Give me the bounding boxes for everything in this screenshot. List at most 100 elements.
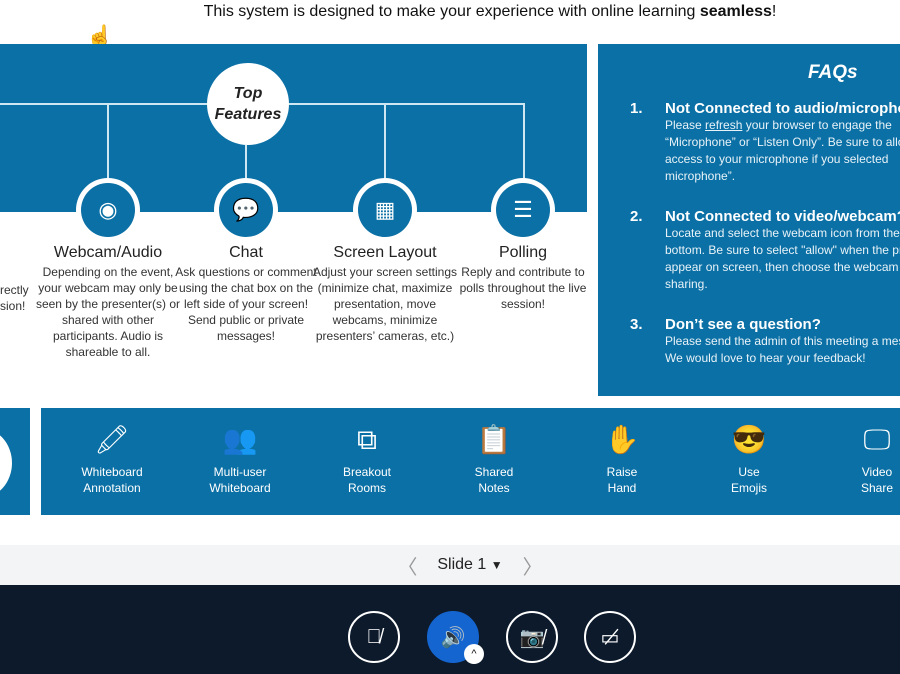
tool-label: Whiteboard bbox=[209, 481, 271, 495]
faq-answer-line: microphone”. bbox=[665, 169, 736, 183]
connector bbox=[523, 103, 525, 179]
slide-selector[interactable]: Slide 1 ▼ bbox=[437, 556, 502, 574]
top-features-line2: Features bbox=[214, 106, 282, 123]
faq-answer-line: “Microphone” or “Listen Only”. Be sure t… bbox=[665, 135, 900, 149]
tool-label: Hand bbox=[607, 481, 637, 495]
partial-text: rectly sion! bbox=[0, 282, 29, 314]
tool-label: Share bbox=[860, 481, 894, 495]
tool-label: Emojis bbox=[730, 481, 767, 495]
raise-hand-icon: ✋ bbox=[604, 424, 640, 455]
feature-circle: ☰ bbox=[491, 178, 555, 242]
partial-circle bbox=[0, 428, 12, 498]
partial-line: sion! bbox=[0, 299, 26, 313]
chevron-down-icon: ▼ bbox=[490, 558, 503, 572]
previous-slide-button[interactable]: 〈 bbox=[397, 556, 418, 579]
next-slide-button[interactable]: 〉 bbox=[522, 556, 543, 579]
layout-icon: ▦ bbox=[358, 183, 412, 237]
faq-answer-line: We would love to hear your feedback! bbox=[665, 351, 866, 365]
faq-answer-line: sharing. bbox=[665, 277, 708, 291]
connector bbox=[384, 103, 386, 179]
feature-description: Ask questions or comment using the chat … bbox=[175, 265, 317, 343]
feature-title: Screen Layout bbox=[333, 244, 437, 261]
polling-icon: ☰ bbox=[496, 183, 550, 237]
faq-question: Don’t see a question? bbox=[665, 316, 821, 333]
tool-label: Video bbox=[861, 465, 893, 479]
chat-icon: 💬 bbox=[219, 183, 273, 237]
feature-circle: 💬 bbox=[214, 178, 278, 242]
feature-title: Chat bbox=[229, 244, 263, 261]
faq-title: FAQs bbox=[808, 62, 858, 83]
headline-bold: seamless bbox=[699, 3, 772, 20]
headline-end: ! bbox=[771, 3, 777, 20]
tool-label: Multi-user bbox=[213, 465, 267, 479]
connector bbox=[288, 103, 524, 105]
headline-text: This system is designed to make your exp… bbox=[203, 3, 700, 20]
faq-answer-line: Please send the admin of this meeting a … bbox=[665, 334, 900, 348]
connector bbox=[107, 103, 109, 179]
multi-user-icon: 👥 bbox=[222, 424, 258, 455]
faq-number: 2. bbox=[630, 208, 643, 225]
slide-label: Slide 1 bbox=[437, 556, 487, 573]
feature-circle: ▦ bbox=[353, 178, 417, 242]
connector bbox=[245, 145, 247, 179]
audio-options-caret[interactable]: ^ bbox=[464, 644, 484, 664]
faq-answer-line: bottom. Be sure to select "allow" when t… bbox=[665, 243, 900, 257]
feature-title: Polling bbox=[498, 244, 548, 261]
tool-label: Whiteboard bbox=[81, 465, 143, 479]
breakout-rooms-icon: ⧉ bbox=[357, 424, 377, 455]
tool-label: Annotation bbox=[83, 481, 141, 495]
webcam-icon: ◉ bbox=[81, 183, 135, 237]
feature-description: Depending on the event, your webcam may … bbox=[35, 265, 181, 359]
faq-item: 3. Don’t see a question?Please send the a… bbox=[630, 316, 900, 367]
faq-panel: FAQs 1. Not Connected to audio/microphone… bbox=[598, 44, 900, 396]
tool-label: Notes bbox=[478, 481, 510, 495]
media-controls-bar: 🎙̸ 🔊 📷̸ ▭̸ ^ bbox=[0, 585, 900, 674]
faq-question: Not Connected to audio/microphone? bbox=[665, 100, 900, 117]
connector bbox=[0, 103, 210, 105]
partial-line: rectly bbox=[0, 283, 29, 297]
whiteboard-annotation-icon: 🖍 bbox=[94, 424, 130, 455]
faq-answer-line: Please refresh your browser to engage th… bbox=[665, 118, 892, 132]
faq-number: 3. bbox=[630, 316, 643, 333]
tool-label: Shared bbox=[474, 465, 514, 479]
faq-answer-line: appear on screen, then choose the webcam… bbox=[665, 260, 900, 274]
top-features-line1: Top bbox=[233, 85, 263, 102]
webcam-button[interactable]: 📷̸ bbox=[506, 611, 558, 663]
shared-notes-icon: 📋 bbox=[476, 424, 512, 455]
faq-item: 2.Not Connected to video/webcam?Locate a… bbox=[630, 208, 900, 293]
faq-answer-line: access to your microphone if you selecte… bbox=[665, 152, 889, 166]
faq-number: 1. bbox=[630, 100, 643, 117]
faq-item: 1. Not Connected to audio/microphone?Plea… bbox=[630, 100, 900, 185]
feature-title: Webcam/Audio bbox=[53, 244, 163, 261]
video-share-icon: 🖵 bbox=[863, 424, 891, 455]
slide-headline: This system is designed to make your exp… bbox=[0, 3, 900, 21]
mute-microphone-button[interactable]: 🎙̸ bbox=[348, 611, 400, 663]
microphone-muted-icon: 🎙̸ bbox=[366, 625, 382, 648]
tool-label: Use bbox=[738, 465, 760, 479]
refresh-link[interactable]: refresh bbox=[705, 118, 743, 132]
tools-band-left bbox=[0, 408, 30, 515]
feature-description: Reply and contribute to polls throughout… bbox=[459, 265, 587, 311]
tool-label: Raise bbox=[606, 465, 638, 479]
tool-label: Rooms bbox=[347, 481, 386, 495]
faq-answer-line: Locate and select the webcam icon from t… bbox=[665, 226, 900, 240]
emoji-icon: 😎 bbox=[731, 424, 767, 455]
feature-description: Adjust your screen settings (minimize ch… bbox=[312, 265, 458, 343]
feature-circle: ◉ bbox=[76, 178, 140, 242]
camera-off-icon: 📷̸ bbox=[519, 626, 545, 649]
speaker-icon: 🔊 bbox=[440, 626, 466, 649]
screen-share-button[interactable]: ▭̸ bbox=[584, 611, 636, 663]
